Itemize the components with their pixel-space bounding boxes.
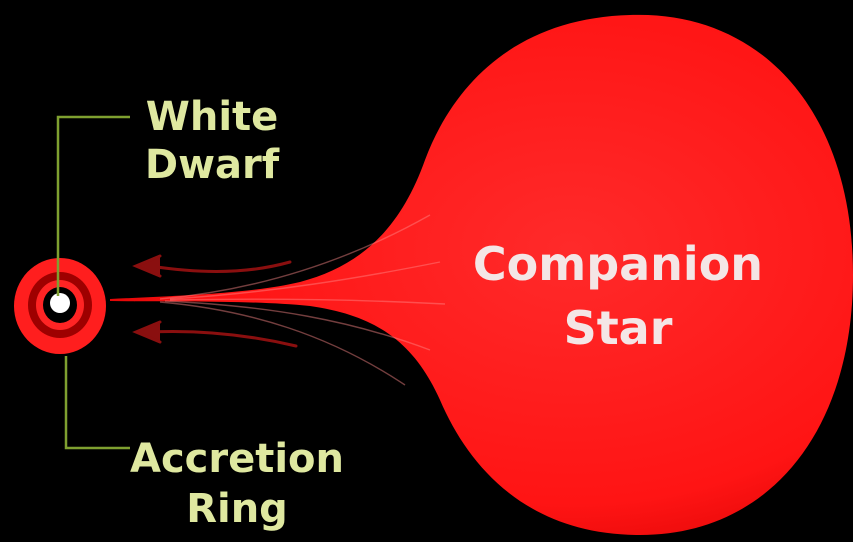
white-dwarf bbox=[50, 293, 70, 313]
white-dwarf-label-line2: Dwarf bbox=[145, 142, 280, 188]
companion-star-label-line2: Star bbox=[564, 301, 673, 355]
accretion-ring-label-line1: Accretion bbox=[130, 436, 344, 482]
accretion-ring-label-line2: Ring bbox=[186, 486, 288, 532]
companion-star-label-line1: Companion bbox=[473, 237, 763, 291]
white-dwarf-label-line1: White bbox=[146, 94, 279, 140]
